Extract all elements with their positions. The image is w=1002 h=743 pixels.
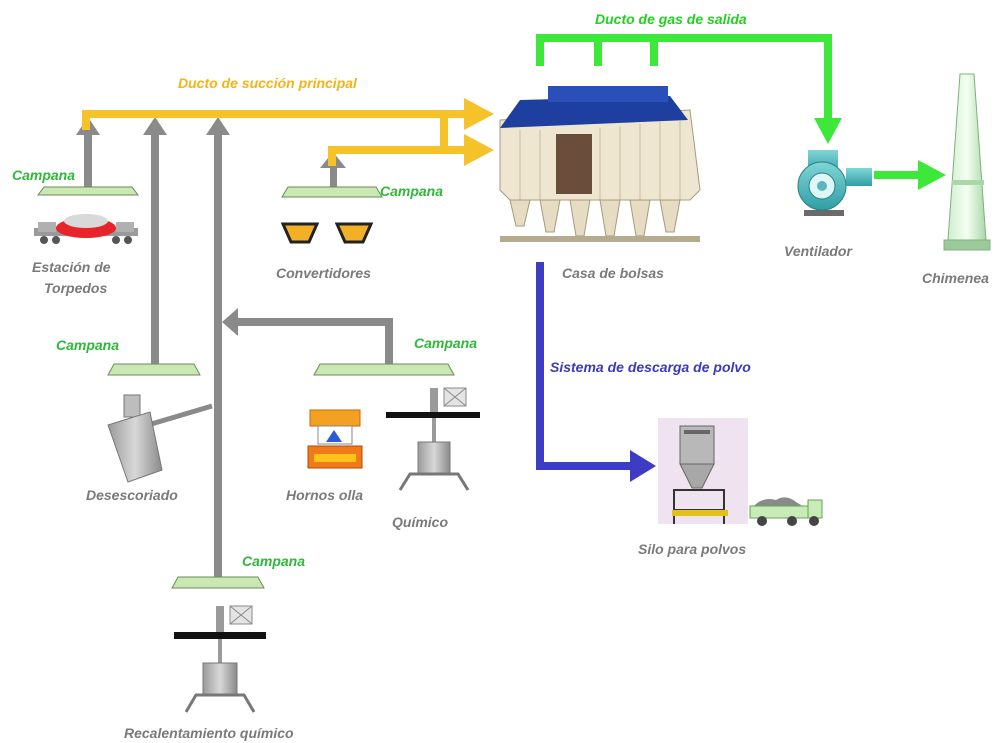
arrow-up-reheating	[206, 117, 230, 135]
arrow-up-deslagging	[143, 117, 167, 135]
arrow-right-to-chimney	[918, 160, 946, 190]
deslagging-icon	[107, 394, 213, 483]
torpedo-station-label-line1: Estación de	[32, 259, 111, 275]
hood-torpedo	[37, 186, 139, 196]
dust-truck-icon	[749, 497, 823, 526]
branch-duct-deslagging	[151, 133, 159, 365]
ladle-furnace-icon	[307, 409, 363, 469]
bag-house-label: Casa de bolsas	[562, 265, 664, 281]
arrow-right-converter-duct	[464, 134, 494, 166]
branch-duct-reheating	[214, 133, 222, 579]
fan-label: Ventilador	[784, 243, 853, 259]
chimney-icon	[943, 73, 991, 251]
branch-duct-converters	[330, 166, 337, 188]
reheating-station-icon	[174, 605, 266, 713]
dust-discharge-label: Sistema de descarga de polvo	[550, 359, 751, 375]
chemical-label: Químico	[392, 514, 448, 530]
dust-silo-icon	[658, 418, 748, 524]
arrow-left-ladle	[222, 308, 238, 336]
hood-label-torpedo: Campana	[12, 167, 75, 183]
hood-ladle	[313, 363, 455, 376]
hood-label-ladle: Campana	[414, 335, 477, 351]
deslagging-label: Desescoriado	[86, 487, 178, 503]
converters-icon	[280, 222, 374, 244]
hood-reheating	[171, 576, 265, 589]
branch-duct-torpedo	[84, 133, 92, 188]
exhaust-gas-duct-label: Ducto de gas de salida	[595, 11, 747, 27]
chemical-reheating-label: Recalentamiento químico	[124, 725, 294, 741]
converters-label: Convertidores	[276, 265, 371, 281]
exhaust-gas-duct	[536, 34, 946, 190]
hoods	[37, 186, 455, 589]
ladle-furnaces-label: Hornos olla	[286, 487, 363, 503]
torpedo-station-label-line2: Torpedos	[44, 280, 107, 296]
arrow-down-to-fan	[814, 118, 842, 144]
torpedo-car-icon	[34, 214, 138, 244]
hood-label-deslagging: Campana	[56, 337, 119, 353]
arrow-right-to-silo	[630, 450, 656, 482]
chimney-label: Chimenea	[922, 270, 989, 286]
hood-label-reheating: Campana	[242, 553, 305, 569]
main-suction-duct	[82, 98, 494, 166]
hood-converters	[281, 186, 383, 198]
main-suction-duct-label: Ducto de succión principal	[178, 75, 358, 91]
chemical-station-icon	[386, 387, 480, 491]
hood-label-converters: Campana	[380, 183, 443, 199]
bag-house-icon	[499, 86, 701, 242]
branch-duct-ladle-drop	[385, 318, 393, 364]
branch-ducts	[76, 117, 393, 579]
arrow-right-main-suction	[464, 98, 494, 130]
branch-duct-ladle	[236, 318, 392, 326]
labels: Ducto de succión principal Ducto de gas …	[12, 11, 989, 741]
fan-icon	[797, 150, 872, 216]
dust-discharge-duct	[536, 262, 656, 482]
dust-silo-label: Silo para polvos	[638, 541, 746, 557]
hood-deslagging	[107, 363, 201, 376]
